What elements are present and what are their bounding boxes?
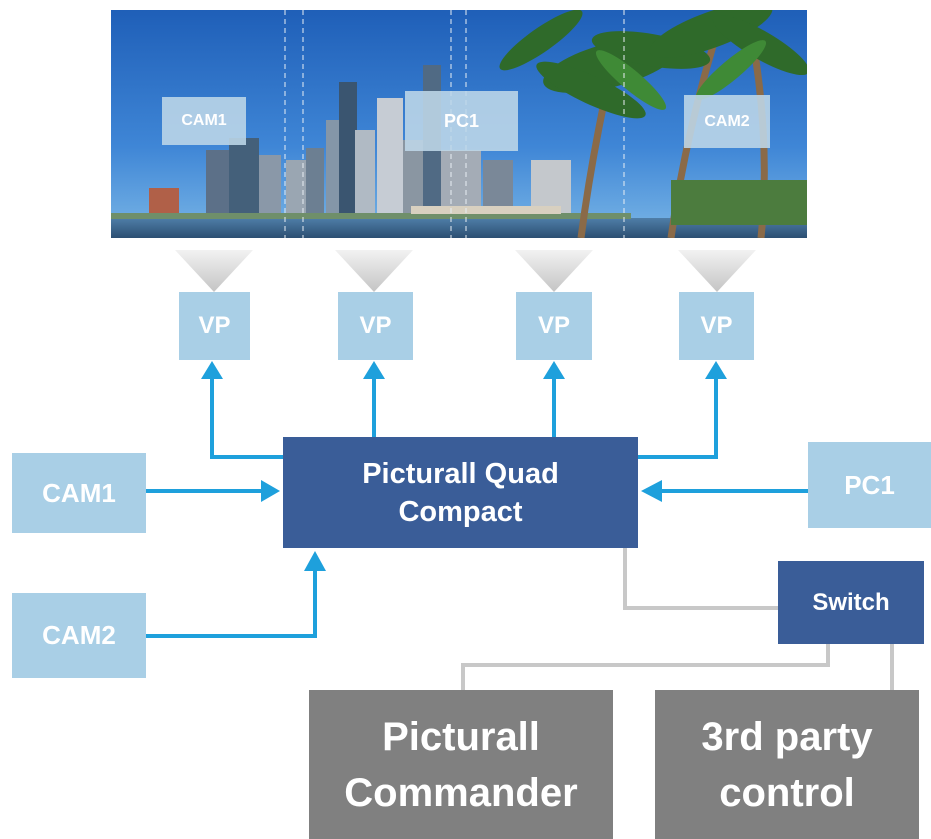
source-pc1: PC1 (808, 442, 931, 528)
vp-box-3: VP (516, 292, 592, 360)
commander-label-line2: Commander (344, 770, 578, 815)
third-party-control-box: 3rd party control (655, 690, 919, 839)
source-cam2: CAM2 (12, 593, 146, 678)
arrow-server-vp4 (638, 378, 718, 459)
funnel-1 (175, 250, 253, 292)
server-label-line2: Compact (398, 495, 523, 528)
funnel-4 (678, 250, 756, 292)
panorama-label-cam1: CAM1 (162, 97, 246, 145)
picturall-server-box: Picturall Quad Compact (283, 437, 638, 548)
picturall-commander-box: Picturall Commander (309, 690, 613, 839)
arrow-server-vp1 (210, 378, 283, 459)
thirdparty-label-line2: control (719, 770, 855, 815)
panorama-label-pc1: PC1 (405, 91, 518, 151)
arrowheads (201, 361, 727, 571)
network-lines (461, 548, 894, 690)
thirdparty-label-line1: 3rd party (701, 714, 873, 759)
funnel-2 (335, 250, 413, 292)
vp-box-2: VP (338, 292, 413, 360)
commander-label-line1: Picturall (382, 714, 540, 759)
server-label-line1: Picturall Quad (362, 457, 559, 490)
network-switch-box: Switch (778, 561, 924, 644)
vp-box-1: VP (179, 292, 250, 360)
vp-box-4: VP (679, 292, 754, 360)
funnel-3 (515, 250, 593, 292)
source-cam1: CAM1 (12, 453, 146, 533)
arrow-cam2-server (146, 570, 317, 638)
panorama-label-cam2: CAM2 (684, 95, 770, 148)
projection-funnels (175, 250, 756, 292)
network-line-switch-commander (461, 644, 830, 690)
network-line-server-switch (623, 548, 778, 610)
